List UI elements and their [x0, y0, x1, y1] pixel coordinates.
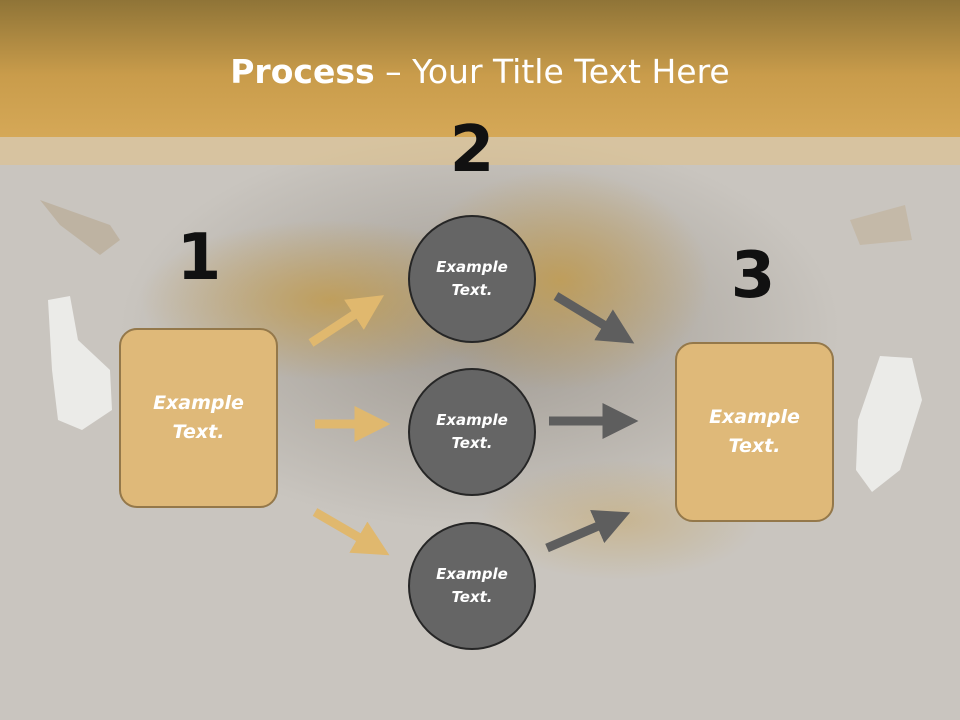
step-number-1: 1 [176, 221, 222, 295]
arrow-left-to-top [308, 295, 385, 347]
step-number-2: 2 [449, 113, 495, 187]
circle-bottom-text: Example Text. [436, 565, 508, 606]
circle-top-text: Example Text. [436, 258, 508, 299]
title-rest: – Your Title Text Here [374, 52, 730, 91]
arrow-left-to-bottom [312, 508, 390, 556]
circle-top: Example Text. [408, 215, 536, 343]
right-box: Example Text. [675, 342, 834, 522]
left-box: Example Text. [119, 328, 278, 508]
title-strip [0, 137, 960, 165]
slide-title: Process – Your Title Text Here [0, 52, 960, 91]
left-box-text: Example Text. [153, 392, 244, 443]
circle-middle-text: Example Text. [436, 411, 508, 452]
circle-middle: Example Text. [408, 368, 536, 496]
arrow-top-to-right [553, 292, 635, 344]
title-bold: Process [230, 52, 375, 91]
arrow-bottom-to-right [545, 509, 631, 553]
right-box-text: Example Text. [709, 406, 800, 457]
step-number-3: 3 [730, 239, 776, 313]
circle-bottom: Example Text. [408, 522, 536, 650]
title-band [0, 0, 960, 137]
